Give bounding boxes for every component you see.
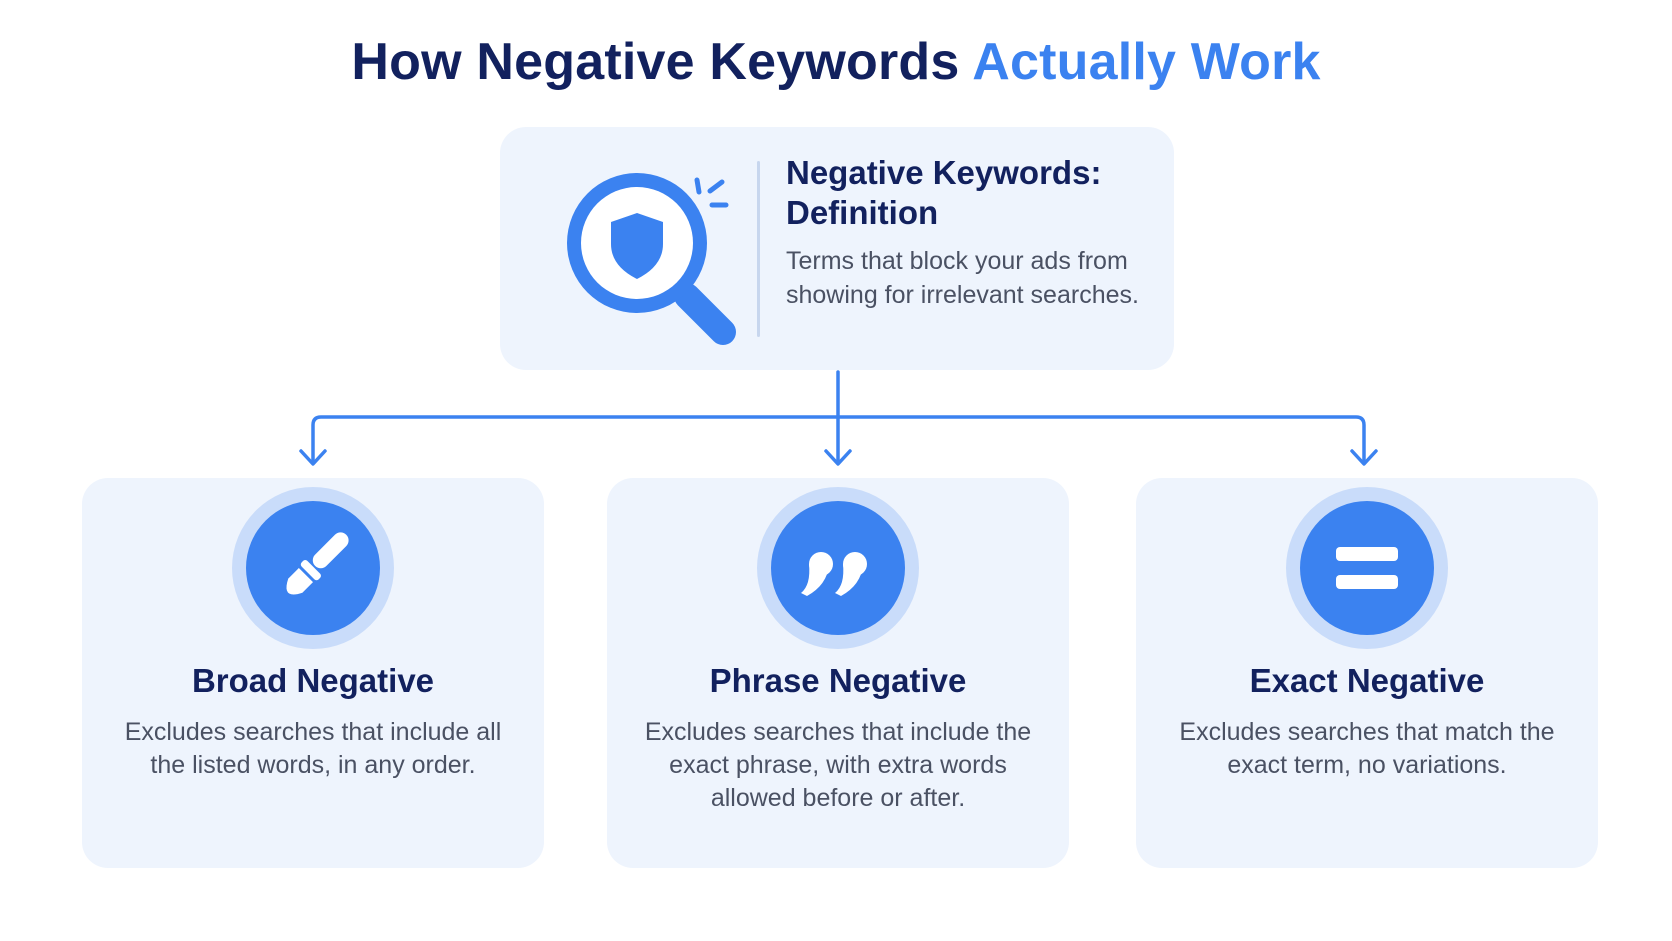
branch-line [311, 415, 1366, 464]
exact-negative-card: Exact Negative Excludes searches that ma… [1136, 478, 1598, 868]
arrowhead-phrase [824, 449, 852, 466]
title-part-primary: How Negative Keywords [351, 33, 960, 91]
phrase-badge [757, 487, 919, 649]
definition-heading: Negative Keywords: Definition [786, 154, 1102, 231]
exact-title: Exact Negative [1249, 662, 1485, 699]
arrowhead-exact [1350, 449, 1378, 466]
phrase-negative-card: Phrase Negative Excludes searches that i… [607, 478, 1069, 868]
page-title: How Negative Keywords Actually Work [0, 32, 1672, 92]
brush-icon [286, 532, 349, 595]
broad-badge [232, 487, 394, 649]
phrase-description: Excludes searches that include the exact… [644, 718, 1032, 812]
broad-description: Excludes searches that include all the l… [124, 718, 502, 779]
arrowhead-broad [299, 449, 327, 466]
exact-badge [1286, 487, 1448, 649]
exact-description: Excludes searches that match the exact t… [1179, 718, 1555, 779]
equals-icon [1336, 547, 1398, 589]
phrase-title: Phrase Negative [709, 662, 967, 699]
broad-negative-card: Broad Negative Excludes searches that in… [82, 478, 544, 868]
definition-divider [757, 161, 760, 337]
quote-marks-icon [801, 552, 867, 596]
definition-card: Negative Keywords: Definition Terms that… [500, 127, 1174, 370]
broad-title: Broad Negative [191, 662, 435, 699]
title-part-accent: Actually Work [972, 33, 1321, 91]
definition-body: Terms that block your ads from showing f… [786, 247, 1139, 309]
magnifier-shield-icon [550, 151, 740, 351]
